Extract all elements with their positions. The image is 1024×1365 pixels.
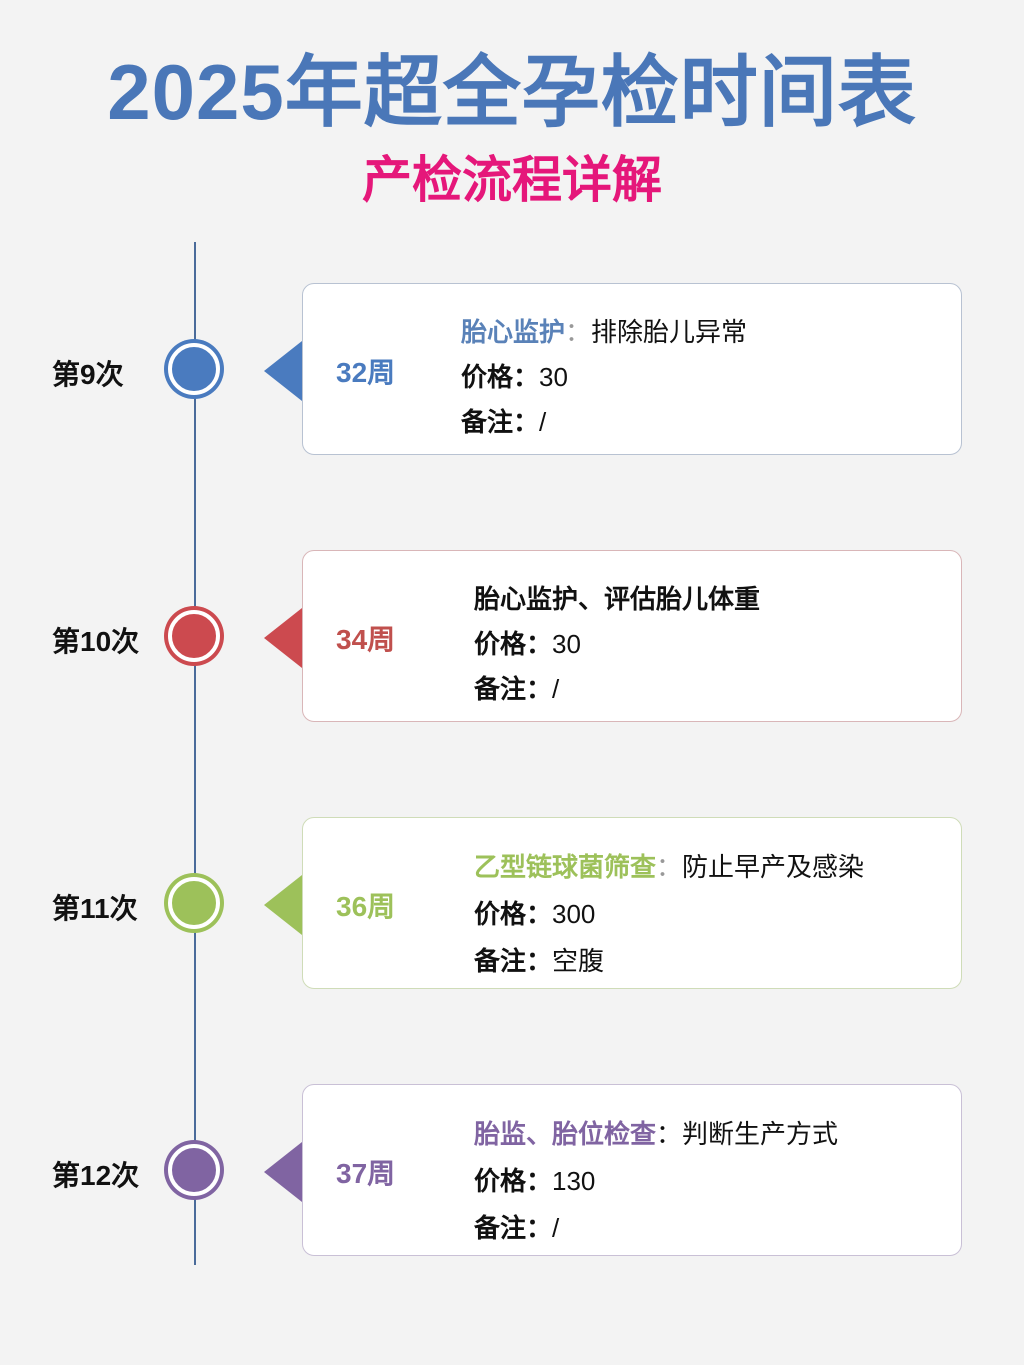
note-label: 备注： — [461, 407, 540, 437]
page-subtitle: 产检流程详解 — [362, 152, 662, 208]
week-label: 32周 — [336, 357, 396, 388]
timeline-line — [194, 242, 196, 1265]
exam-item: 乙型链球菌筛查 — [474, 852, 657, 882]
price-value: 300 — [552, 899, 596, 929]
note-label: 备注： — [474, 674, 553, 704]
note-label: 备注： — [474, 1213, 553, 1243]
pointer-arrow-icon — [264, 341, 302, 401]
exam-item: 胎心监护、评估胎儿体重 — [474, 584, 761, 614]
visit-label: 第12次 — [52, 1160, 140, 1191]
exam-card: 36周 乙型链球菌筛查：防止早产及感染 价格：300 备注：空腹 — [302, 817, 962, 989]
timeline-item-11: 第11次 36周 乙型链球菌筛查：防止早产及感染 价格：300 备注：空腹 — [0, 817, 1024, 989]
exam-purpose: 防止早产及感染 — [682, 852, 865, 882]
visit-label: 第9次 — [52, 359, 124, 390]
exam-item: 胎监、胎位检查 — [474, 1119, 657, 1149]
price-label: 价格： — [461, 362, 540, 392]
separator: ： — [656, 852, 683, 882]
visit-label: 第10次 — [52, 626, 140, 657]
price-value: 30 — [539, 362, 568, 392]
week-label: 36周 — [336, 891, 396, 922]
timeline-item-12: 第12次 37周 胎监、胎位检查：判断生产方式 价格：130 备注：/ — [0, 1084, 1024, 1256]
note-value: / — [539, 407, 547, 437]
timeline-dot-icon — [168, 1144, 220, 1196]
note-value: 空腹 — [552, 946, 605, 976]
pointer-arrow-icon — [264, 875, 302, 935]
price-value: 30 — [552, 629, 581, 659]
exam-purpose: 判断生产方式 — [682, 1119, 839, 1149]
note-value: / — [552, 1213, 560, 1243]
week-label: 37周 — [336, 1158, 396, 1189]
timeline-dot-icon — [168, 610, 220, 662]
exam-card: 32周 胎心监护：排除胎儿异常 价格：30 备注：/ — [302, 283, 962, 455]
separator: ： — [656, 1119, 683, 1149]
week-label: 34周 — [336, 624, 396, 655]
price-label: 价格： — [474, 629, 553, 659]
timeline-dot-icon — [168, 877, 220, 929]
pointer-arrow-icon — [264, 608, 302, 668]
separator: ： — [565, 317, 592, 347]
price-label: 价格： — [474, 899, 553, 929]
exam-card: 37周 胎监、胎位检查：判断生产方式 价格：130 备注：/ — [302, 1084, 962, 1256]
exam-item: 胎心监护 — [461, 317, 566, 347]
timeline-dot-icon — [168, 343, 220, 395]
pointer-arrow-icon — [264, 1142, 302, 1202]
timeline-item-10: 第10次 34周 胎心监护、评估胎儿体重 价格：30 备注：/ — [0, 550, 1024, 722]
price-label: 价格： — [474, 1166, 553, 1196]
timeline-item-9: 第9次 32周 胎心监护：排除胎儿异常 价格：30 备注：/ — [0, 283, 1024, 455]
exam-purpose: 排除胎儿异常 — [591, 317, 748, 347]
visit-label: 第11次 — [52, 893, 138, 924]
page-title: 2025年超全孕检时间表 — [107, 48, 917, 136]
exam-card: 34周 胎心监护、评估胎儿体重 价格：30 备注：/ — [302, 550, 962, 722]
note-value: / — [552, 674, 560, 704]
note-label: 备注： — [474, 946, 553, 976]
price-value: 130 — [552, 1166, 596, 1196]
